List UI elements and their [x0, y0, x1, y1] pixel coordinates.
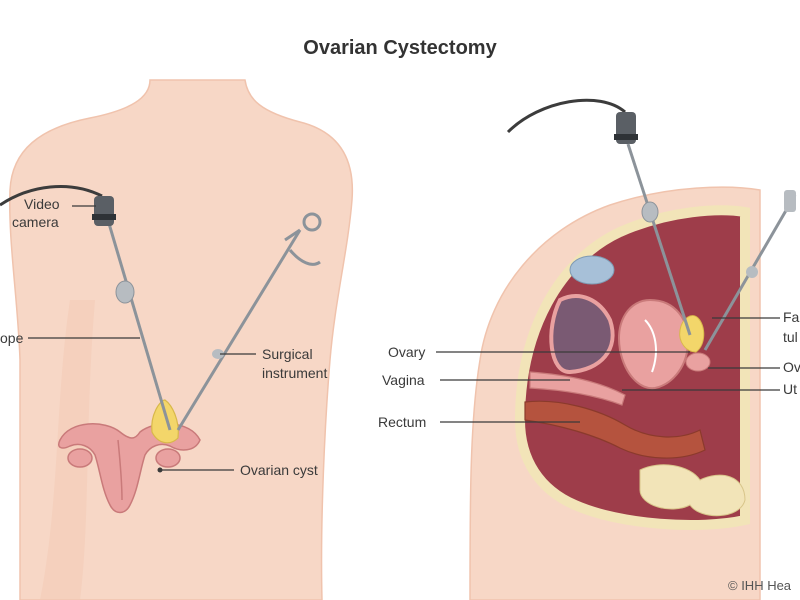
camera-band-cross [614, 134, 638, 140]
uterus-cavity [644, 319, 657, 373]
bladder [569, 255, 615, 285]
laparoscope-front [103, 209, 172, 431]
label-ovary: Ovary [388, 344, 425, 360]
camera-band-front [92, 214, 116, 220]
label-video: Video [24, 196, 60, 212]
pelvic-floor [549, 294, 615, 375]
copyright-text: © IHH Hea [728, 578, 792, 593]
trocar-port-cross [641, 201, 659, 223]
label-camera: camera [12, 214, 59, 230]
instrument-grip-cross [784, 190, 796, 212]
camera-cable-cross [506, 98, 626, 134]
front-body-view: Video camera ope Surgical instrument Ova… [0, 79, 354, 600]
video-camera-front [94, 196, 114, 226]
label-ovarian-cyst: Ovarian cyst [240, 462, 318, 478]
instrument-handle-front [284, 212, 322, 266]
torso-shading [40, 300, 95, 600]
label-scope: ope [0, 330, 24, 346]
instrument-port-cross [746, 266, 758, 278]
instrument-port-front [212, 349, 224, 359]
uterus-front [58, 423, 201, 514]
label-vagina: Vagina [382, 372, 425, 388]
bowel-loops [639, 464, 746, 517]
label-uterus-right: Ut [783, 381, 797, 397]
label-instrument: instrument [262, 365, 327, 381]
rectum-cross-section [524, 400, 706, 459]
label-fallopian-1: Fa [783, 309, 800, 325]
diagram-title: Ovarian Cystectomy [303, 37, 497, 59]
camera-cable-front [0, 185, 103, 207]
trocar-port-front [115, 280, 135, 304]
label-fallopian-2: tul [783, 329, 798, 345]
leader-dot-ovarian-cyst [157, 467, 163, 473]
cross-section-view: Ovary Vagina Rectum Fa tul Ov Ut [378, 98, 800, 600]
laparoscope-cross [626, 143, 692, 336]
surgical-instrument-front [176, 229, 302, 431]
label-surgical: Surgical [262, 346, 313, 362]
ovarian-cyst-front [151, 399, 179, 444]
label-rectum: Rectum [378, 414, 426, 430]
label-ovary-right: Ov [783, 359, 800, 375]
ovary-cross-section [685, 352, 711, 372]
